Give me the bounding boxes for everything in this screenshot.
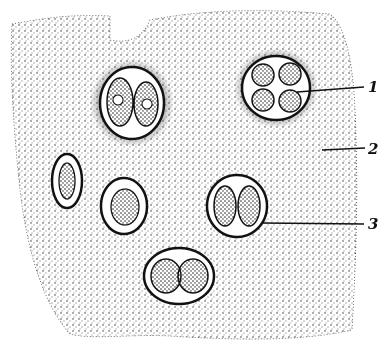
chondrocyte-group [100, 67, 164, 139]
chondrocyte-single [52, 154, 82, 208]
chondrocyte-group [207, 175, 267, 237]
chondrocyte-group [242, 56, 310, 120]
label-3: 3 [368, 215, 378, 233]
label-2: 2 [368, 140, 378, 158]
chondrocyte-group [144, 248, 214, 304]
leader-line-3 [262, 223, 364, 224]
chondrocyte-single [101, 178, 147, 234]
label-1: 1 [368, 78, 378, 96]
